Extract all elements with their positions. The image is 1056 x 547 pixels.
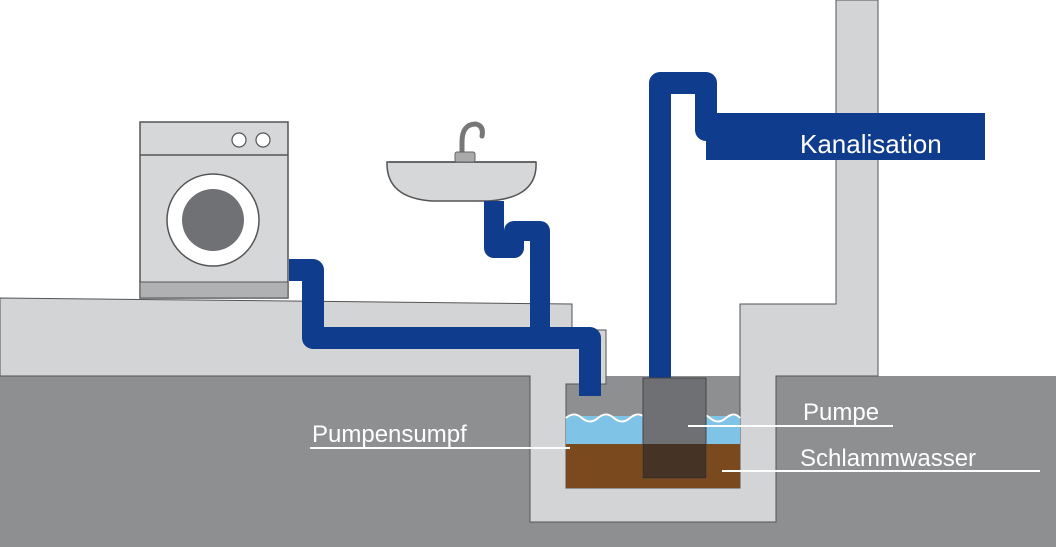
pump-icon xyxy=(642,377,707,479)
washing-machine-icon xyxy=(139,121,289,299)
faucet-icon xyxy=(454,121,485,163)
sewer-label: Kanalisation xyxy=(800,129,942,159)
leader-lines xyxy=(310,425,1040,472)
sump-label: Pumpensumpf xyxy=(312,421,467,448)
sludge-water-label: Schlammwasser xyxy=(800,445,976,472)
washbasin-icon xyxy=(386,161,537,202)
pump-label: Pumpe xyxy=(803,399,879,426)
ground xyxy=(0,376,1056,547)
concrete-walls xyxy=(0,0,879,523)
sewer-pipe xyxy=(706,113,985,160)
